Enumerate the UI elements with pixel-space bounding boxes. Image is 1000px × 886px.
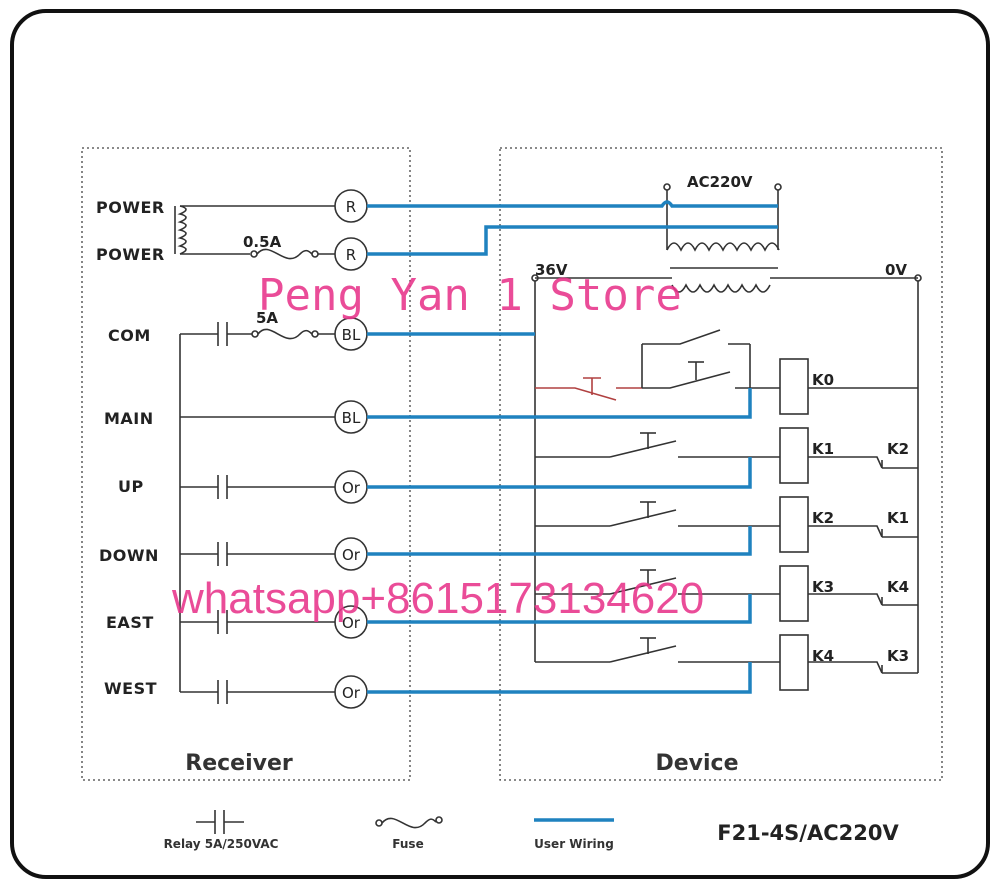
push-button-east <box>535 569 780 595</box>
interlock-contact-k1 <box>808 525 918 538</box>
transformer-primary-label: AC220V <box>687 173 753 191</box>
terminal-label-west: WEST <box>104 679 157 698</box>
relay-contact-com <box>217 322 228 346</box>
relay-label-k1: K1 <box>812 440 834 458</box>
fuse-com-label: 5A <box>256 309 278 327</box>
interlock-label-k2: K2 <box>887 440 909 458</box>
svg-text:Or: Or <box>342 684 361 702</box>
stop-button <box>535 377 642 401</box>
terminal-label-com: COM <box>108 326 151 345</box>
terminal-r-2: R <box>334 237 368 271</box>
svg-text:BL: BL <box>342 326 361 344</box>
terminal-r-1: R <box>334 189 368 223</box>
terminal-or-west: Or <box>334 675 368 709</box>
interlock-contact-k2 <box>808 456 918 469</box>
terminal-label-up: UP <box>118 477 144 496</box>
relay-label-k3: K3 <box>812 578 834 596</box>
device-box <box>499 147 943 781</box>
terminal-or-up: Or <box>334 470 368 504</box>
interlock-label-k3: K3 <box>887 647 909 665</box>
fuse-power-label: 0.5A <box>243 233 282 251</box>
start-button <box>642 371 731 389</box>
terminal-label-east: EAST <box>106 613 154 632</box>
relay-coil-k2 <box>779 496 809 553</box>
relay-contact-down <box>217 542 228 566</box>
legend: Relay 5A/250VAC Fuse User Wiring F21-4S/… <box>164 810 899 851</box>
svg-text:R: R <box>346 246 356 264</box>
relay-coil-k1 <box>779 427 809 484</box>
terminal-bl-com: BL <box>334 317 368 351</box>
legend-wiring-label: User Wiring <box>534 837 614 851</box>
relay-label-k2: K2 <box>812 509 834 527</box>
watermark-contact: whatsapp+8615173134620 <box>171 574 704 623</box>
push-button-down <box>535 501 780 527</box>
relay-label-k4: K4 <box>812 647 834 665</box>
relay-contact-up <box>217 475 228 499</box>
power-input-coil <box>174 205 335 255</box>
svg-text:Or: Or <box>342 614 361 632</box>
interlock-contact-k4 <box>808 593 918 606</box>
relay-coil-k3 <box>779 565 809 622</box>
fuse-5a <box>251 328 335 340</box>
interlock-label-k4: K4 <box>887 578 909 596</box>
model-number: F21-4S/AC220V <box>717 821 899 845</box>
svg-text:Or: Or <box>342 479 361 497</box>
relay-coil-k4 <box>779 634 809 691</box>
legend-relay-label: Relay 5A/250VAC <box>164 837 279 851</box>
push-button-west <box>535 637 780 663</box>
terminal-or-down: Or <box>334 537 368 571</box>
terminal-label-main: MAIN <box>104 409 154 428</box>
watermark-store: Peng Yan 1 Store <box>258 270 682 321</box>
receiver-section: POWER POWER COM MAIN UP DOWN EAST WEST 0… <box>96 189 368 776</box>
svg-text:Or: Or <box>342 546 361 564</box>
relay-label-k0: K0 <box>812 371 834 389</box>
user-wiring <box>367 200 778 694</box>
legend-relay-symbol <box>196 810 244 834</box>
svg-text:R: R <box>346 198 356 216</box>
relay-contact-east <box>217 610 228 634</box>
legend-fuse-symbol <box>375 816 443 829</box>
relay-coil-k0 <box>779 358 809 415</box>
outer-frame <box>10 9 990 879</box>
fuse-0-5a <box>250 248 335 260</box>
terminal-label-power-1: POWER <box>96 198 165 217</box>
terminal-bl-main: BL <box>334 400 368 434</box>
secondary-36v-label: 36V <box>535 261 568 279</box>
terminal-label-power-2: POWER <box>96 245 165 264</box>
receiver-title: Receiver <box>185 751 293 776</box>
legend-fuse-label: Fuse <box>392 837 423 851</box>
svg-text:BL: BL <box>342 409 361 427</box>
device-section: AC220V 36V 0V K0 K1 <box>531 173 922 776</box>
device-title: Device <box>655 751 738 776</box>
interlock-label-k1: K1 <box>887 509 909 527</box>
interlock-contact-k3 <box>808 661 918 674</box>
transformer <box>663 183 782 293</box>
relay-contact-west <box>217 680 228 704</box>
secondary-0v-label: 0V <box>885 261 907 279</box>
terminal-label-down: DOWN <box>99 546 159 565</box>
push-button-up <box>535 432 780 458</box>
